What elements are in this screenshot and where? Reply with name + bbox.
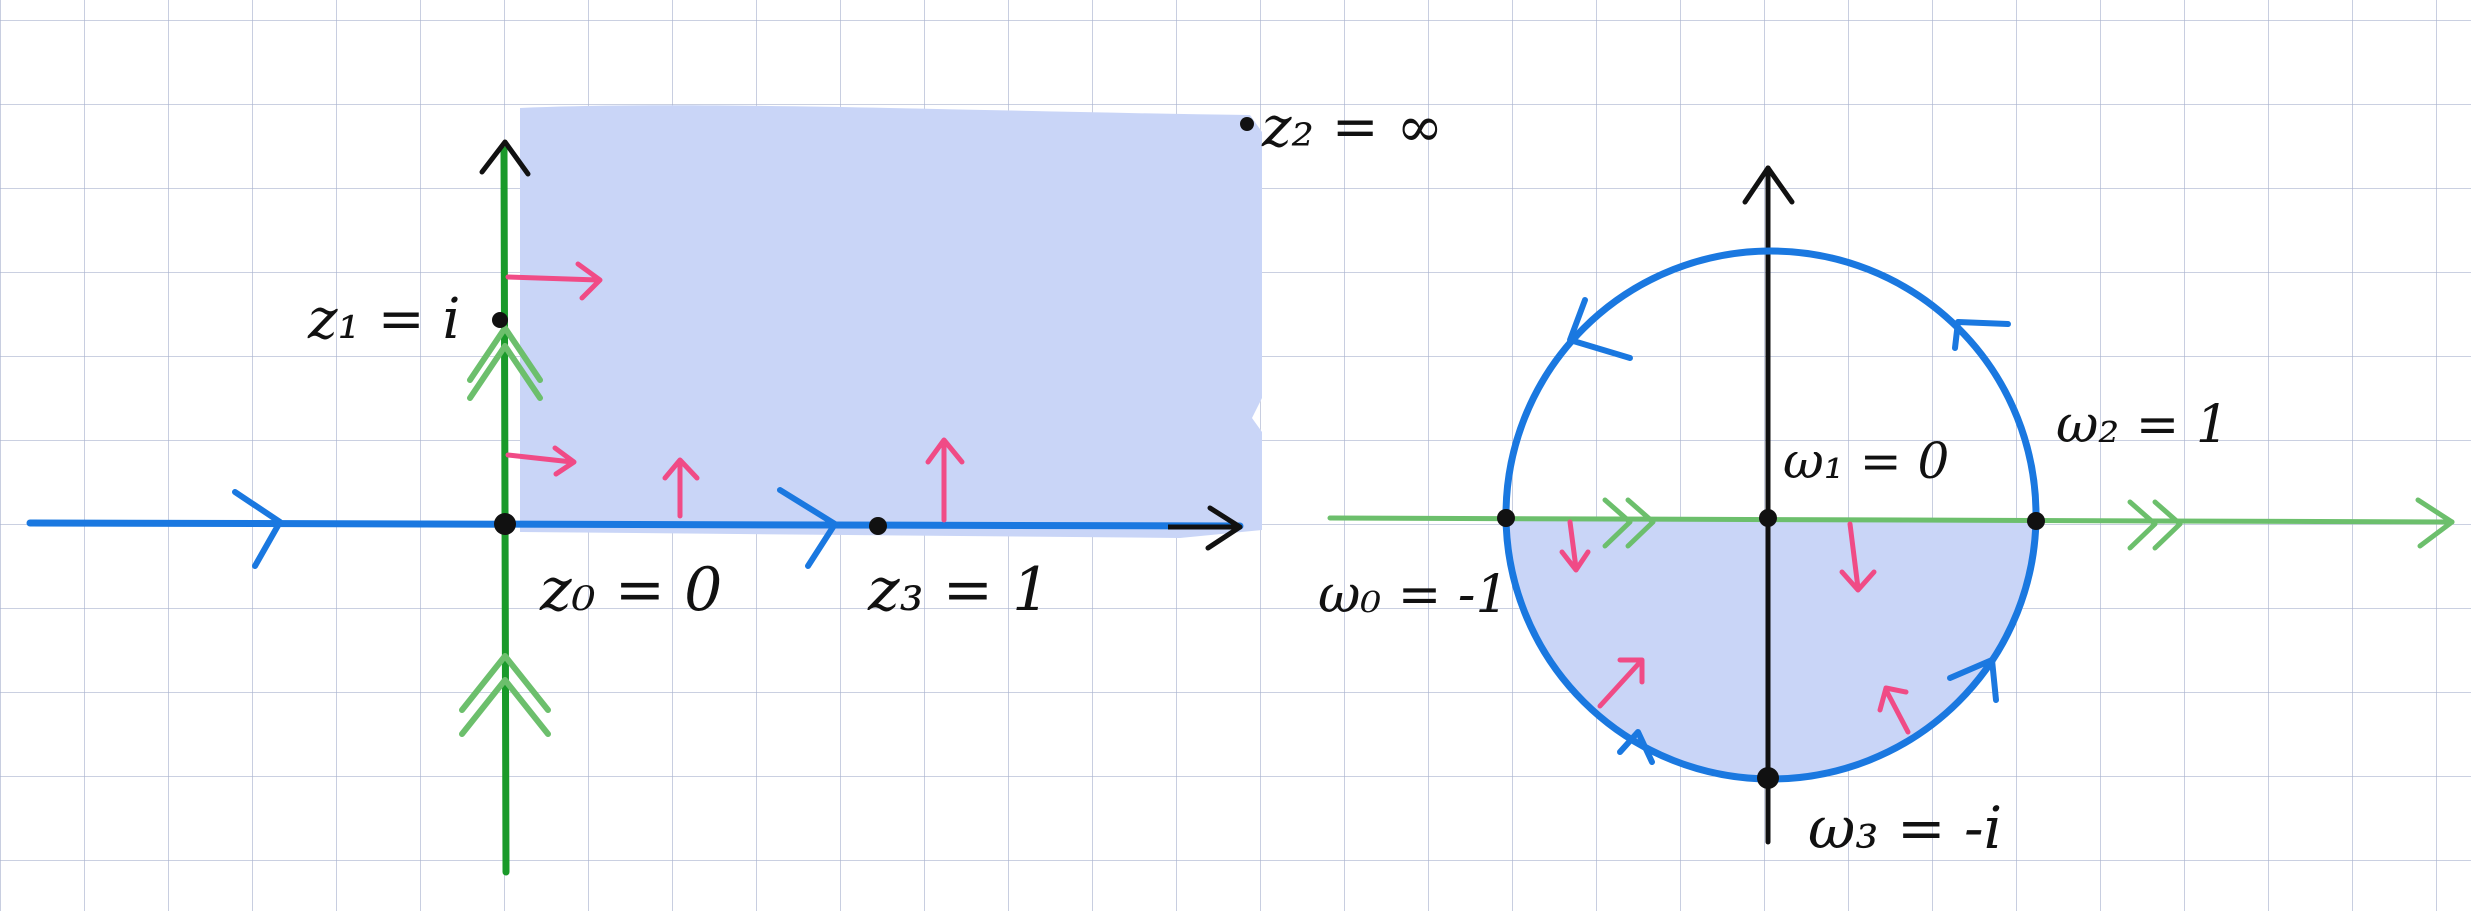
label-w0: ω₀ = -1 [1318, 565, 1509, 625]
z-imag-axis [500, 146, 510, 876]
w-circle-direction-arrows [1567, 297, 2011, 765]
z-imag-chevron [459, 677, 551, 737]
first-quadrant-region [520, 105, 1262, 539]
point-z0 [494, 513, 516, 535]
point-w1 [1759, 509, 1777, 527]
z-imag-chevron [467, 325, 543, 383]
point-z2 [1240, 117, 1254, 131]
label-z0: z₀ = 0 [539, 555, 722, 625]
w-real-chevron [2127, 499, 2183, 551]
z-imag-chevron [467, 343, 543, 401]
w-real-axis [1327, 515, 2455, 525]
w-real-axis-arrowhead [2415, 497, 2455, 549]
point-w0 [1497, 509, 1515, 527]
lower-half-disc-region [1507, 520, 2036, 779]
w-real-chevron [1602, 497, 1656, 549]
label-z3: z₃ = 1 [867, 555, 1050, 625]
z-region-normal-arrows [505, 261, 965, 523]
label-w3: ω₃ = -i [1808, 794, 2002, 862]
label-w1: ω₁ = 0 [1783, 432, 1949, 490]
w-imag-axis-arrowhead [1742, 165, 1795, 205]
z-real-axis [26, 519, 1244, 530]
z-imag-axis-arrowhead [479, 139, 531, 177]
w-plane: ω₀ = -1 ω₁ = 0 ω₂ = 1 ω₃ = -i [1318, 165, 2455, 862]
point-z1 [492, 312, 508, 328]
z-imag-chevron [459, 653, 551, 713]
point-w2 [2027, 512, 2045, 530]
w-region-normal-arrows [1559, 519, 1911, 735]
label-z1: z₁ = i [307, 287, 460, 352]
label-z2: z₂ = ∞ [1261, 95, 1443, 160]
z-contour-direction-arrow [777, 487, 838, 569]
label-w2: ω₂ = 1 [2056, 395, 2229, 455]
z-contour-direction-arrow [232, 489, 283, 569]
point-w3 [1757, 767, 1779, 789]
z-plane: z₀ = 0 z₁ = i z₂ = ∞ z₃ = 1 [26, 95, 1443, 876]
point-z3 [869, 517, 887, 535]
